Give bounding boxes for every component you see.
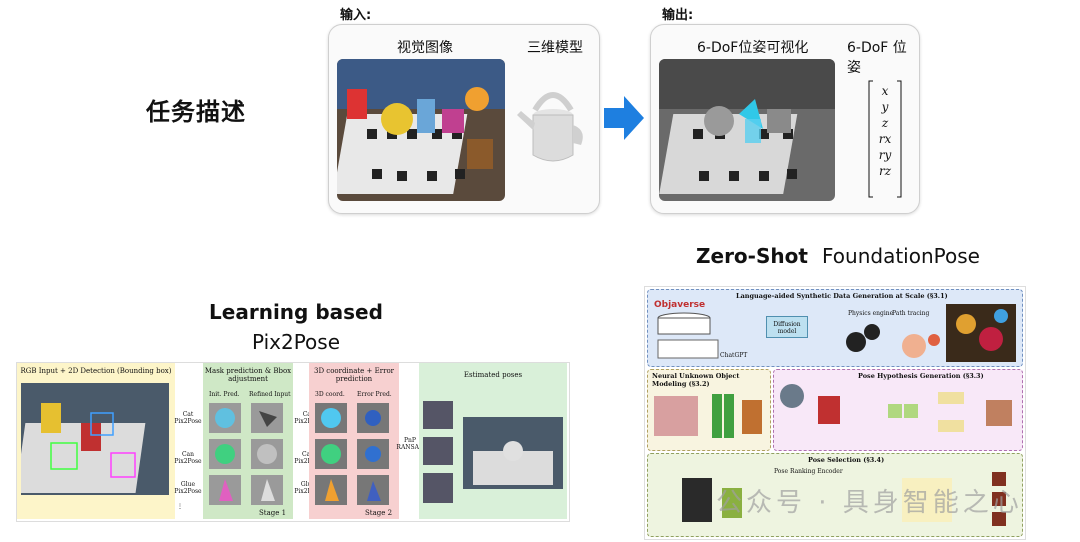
mask-title: Mask prediction & Bbox adjustment [204,367,292,383]
chatgpt-label: ChatGPT [720,352,748,359]
3d-model-caption: 三维模型 [527,40,583,56]
mask-col-refined: Refined Input [249,391,291,398]
synthetic-data-block: Language-aided Synthetic Data Generation… [647,289,1023,367]
foundationpose-title: FoundationPose [822,244,980,268]
objaverse-label: Objaverse [654,300,706,310]
estimated-title: Estimated poses [463,371,523,379]
rgb-input-block: RGB Input + 2D Detection (Bounding box) [15,363,175,519]
pose-rx: rx [878,132,892,146]
hypothesis-block: Pose Hypothesis Generation (§3.3) [773,369,1023,451]
coord-title: 3D coordinate + Error prediction [313,367,395,383]
coord-col-3d: 3D coord. [315,391,345,398]
pose-selection-block: Pose Selection (§3.4) Pose Ranking Encod… [647,453,1023,537]
output-label: 输出: [662,8,694,23]
rgb-input-image [15,383,169,495]
pose-y: y [881,100,889,114]
branch-label-can: Can Pix2Pose [174,451,202,465]
rgb-input-title: RGB Input + 2D Detection (Bounding box) [20,367,172,375]
branch-label-cat-2: Cat Pix2Pose [294,411,322,425]
pnp-ransac-label: PnP RANSAC [396,437,424,451]
pose-x: x [881,84,889,98]
watering-can-model [515,85,591,179]
mask-col-init: Init. Pred. [209,391,240,398]
input-panel: 视觉图像 三维模型 [328,24,600,214]
zero-shot-heading: Zero-Shot [696,244,808,268]
foundationpose-figure: Language-aided Synthetic Data Generation… [644,286,1026,540]
input-scene-image [337,59,505,201]
diffusion-label: Diffusion model [773,321,801,335]
ellipsis-1: ⋮ [177,503,183,510]
synthetic-data-title: Language-aided Synthetic Data Generation… [736,292,948,300]
pose-ranking-label: Pose Ranking Encoder [774,468,843,475]
pose-caption: 6-DoF 位姿 [847,40,907,76]
mask-prediction-block: Mask prediction & Bbox adjustment Init. … [203,363,293,519]
coord-prediction-block: 3D coordinate + Error prediction 3D coor… [309,363,399,519]
estimated-poses-block: Estimated poses [419,363,567,519]
watermark: 公众号 · 具身智能之心 [716,488,1023,518]
branch-label-cat: Cat Pix2Pose [174,411,202,425]
task-title: 任务描述 [146,98,246,126]
pix2pose-figure: RGB Input + 2D Detection (Bounding box) … [15,362,570,522]
pix2pose-title: Pix2Pose [251,330,341,354]
hypothesis-title: Pose Hypothesis Generation (§3.3) [858,372,984,380]
pose-visualization-image [659,59,835,201]
branch-label-can-2: Can Pix2Pose [294,451,322,465]
branch-label-glue: Glue Pix2Pose [174,481,202,495]
stage1-label: Stage 1 [259,509,287,517]
neural-modeling-block: Neural Unknown Object Modeling (§3.2) [647,369,771,451]
path-tracing-label: Path tracing [892,310,930,317]
pose-rz: rz [878,164,892,178]
diffusion-box: Diffusion model [766,316,808,338]
coord-col-error: Error Pred. [357,391,392,398]
pose-visualization-caption: 6-DoF位姿可视化 [697,40,809,56]
visual-image-caption: 视觉图像 [397,40,453,56]
pose-z: z [881,116,889,130]
pose-ry: ry [878,148,892,162]
branch-label-glue-2: Glue Pix2Pose [294,481,322,495]
physics-label: Physics engine [848,310,894,317]
neural-title: Neural Unknown Object Modeling (§3.2) [652,372,740,388]
output-panel: 6-DoF位姿可视化 6-DoF 位姿 x y z rx ry r [650,24,920,214]
selection-title: Pose Selection (§3.4) [808,456,885,464]
learning-heading: Learning based [209,300,383,324]
pose-vector: x y z rx ry rz [867,79,903,199]
stage2-label: Stage 2 [365,509,393,517]
right-arrow-icon [604,96,644,144]
input-label: 输入: [340,8,372,23]
